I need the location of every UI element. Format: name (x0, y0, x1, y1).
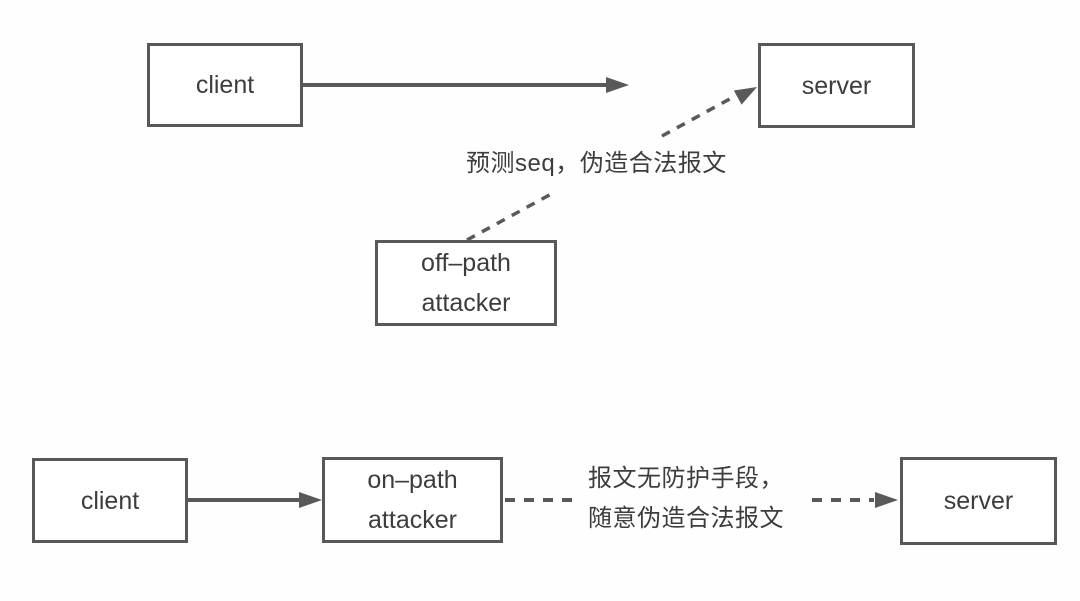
client-label: client (80, 486, 140, 515)
forged-packet-dashed-line-lower (466, 191, 554, 242)
arrowhead-icon (875, 492, 898, 508)
server-label: server (943, 487, 1014, 515)
forged-packet-annotation: 预测seq，伪造合法报文 (466, 150, 727, 177)
no-protection-annotation-line2: 随意伪造合法报文 (588, 505, 784, 532)
attacker-label-line1: off–path (421, 249, 511, 277)
server-node-top: server (758, 43, 915, 128)
client-label: client (195, 71, 255, 99)
no-protection-annotation-line1: 报文无防护手段， (588, 465, 784, 492)
client-to-attacker-solid-arrow (188, 492, 322, 508)
label-to-server-dashed-arrow (812, 492, 898, 508)
on-path-attacker-node: on–path attacker (322, 457, 503, 543)
server-label: server (801, 71, 872, 100)
client-node-bottom: client (32, 458, 188, 543)
arrowhead-icon (606, 77, 629, 93)
server-node-bottom: server (900, 457, 1057, 545)
attacker-label-line2: attacker (421, 289, 511, 317)
attacker-label-line1: on–path (367, 466, 458, 494)
off-path-attacker-node: off–path attacker (375, 240, 557, 326)
arrowhead-icon (733, 87, 757, 105)
client-node-top: client (147, 43, 303, 127)
attacker-label-line2: attacker (368, 506, 457, 534)
client-to-server-solid-arrow (303, 77, 629, 93)
no-protection-annotation: 报文无防护手段， 随意伪造合法报文 (588, 459, 784, 539)
forged-packet-dashed-arrow-upper (661, 87, 757, 138)
arrowhead-icon (299, 492, 322, 508)
